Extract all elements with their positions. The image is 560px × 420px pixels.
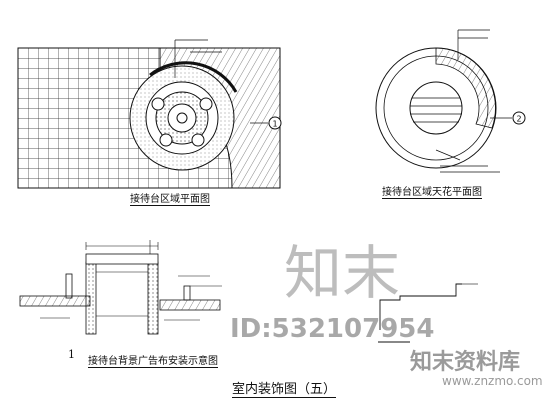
sheet-title: 室内装饰图（五）	[232, 378, 337, 398]
backdrop-section-detail	[19, 240, 222, 335]
floor-plan-title: 接待台区域平面图	[130, 190, 210, 206]
reception-ceiling-plan	[375, 29, 526, 173]
floor-plan-section-marker: 1	[272, 120, 277, 129]
step-detail	[378, 283, 478, 343]
ceiling-plan-section-marker: 2	[516, 115, 521, 124]
reception-floor-plan	[17, 39, 282, 189]
section-detail-title: 接待台背景广告布安装示意图	[88, 352, 218, 368]
section-detail-number: 1	[68, 348, 75, 361]
ceiling-plan-title: 接待台区域天花平面图	[382, 183, 482, 199]
